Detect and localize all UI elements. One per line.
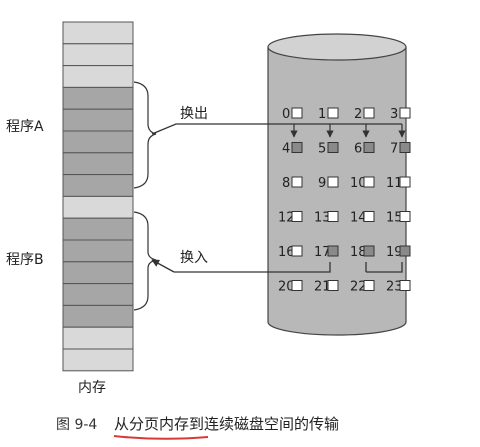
memory-label: 内存 [78,380,106,396]
disk-block [327,280,339,291]
disk-block-number: 13 [314,211,331,226]
swap-in-label: 换入 [180,249,208,266]
disk-block [363,280,375,291]
caption-underline [113,435,209,440]
memory-cell [62,304,134,328]
disk-block-number: 3 [390,107,398,122]
memory-cell [62,195,134,219]
swap-in-line-3 [366,262,403,273]
program-b-label: 程序B [6,252,44,268]
disk-block-number: 6 [354,142,362,157]
disk-block-number: 1 [318,107,326,122]
disk-block-number: 15 [386,211,403,226]
memory-cell [62,108,134,132]
brace-program-a [133,81,157,189]
memory-cell [62,65,134,88]
disk-block-number: 0 [282,107,290,122]
disk-block-number: 18 [350,245,367,260]
disk-block-number: 10 [350,176,367,191]
disk-block [291,176,303,188]
disk-block [399,245,411,257]
memory-cell [62,152,134,176]
disk-block [327,211,339,222]
swap-out-line [151,123,402,135]
disk-block-number: 19 [386,245,403,260]
memory-cell [62,261,134,285]
disk-block-number: 17 [314,245,331,260]
disk-block [291,211,303,222]
disk-block [291,280,303,291]
disk-block-number: 11 [386,176,403,191]
disk-block [291,142,303,153]
disk-block-number: 22 [350,280,367,295]
swap-in-arrow [151,259,175,273]
disk-block [399,176,411,188]
swap-out-label: 换出 [180,105,208,122]
memory-cell [62,130,134,154]
memory-column [62,21,134,372]
figure-number: 图 9-4 [56,417,97,433]
disk-block [363,245,375,257]
memory-cell [62,239,134,263]
disk-block-number: 20 [278,280,295,295]
disk-block-number: 2 [354,107,362,122]
memory-cell [62,326,134,350]
disk-block-number: 14 [350,211,367,226]
disk-block [363,107,375,119]
disk-block-number: 5 [318,142,326,157]
memory-cell [62,43,134,67]
disk-block [291,107,303,119]
disk-block-number: 8 [282,176,290,191]
disk-block [291,245,303,257]
memory-cell [62,348,134,372]
disk-block [327,107,339,119]
memory-cell [62,283,134,306]
swap-in-line [174,262,331,273]
program-a-label: 程序A [6,119,44,135]
disk-block [399,211,411,222]
disk-block-number: 21 [314,280,331,295]
disk-block [327,142,339,153]
disk-block-number: 4 [282,142,290,157]
disk-block [327,245,339,257]
memory-cell [62,86,134,110]
memory-cell [62,21,134,45]
disk-block-number: 7 [390,142,398,157]
disk-block [363,176,375,188]
disk-cylinder [267,33,407,336]
figure-caption: 从分页内存到连续磁盘空间的传输 [114,415,339,433]
disk-block-number: 23 [386,280,403,295]
disk-block-number: 9 [318,176,326,191]
disk-block [327,176,339,188]
disk-block [363,211,375,222]
disk-block-number: 12 [278,211,295,226]
memory-cell [62,217,134,241]
memory-cell [62,174,134,197]
disk-block [399,107,411,119]
disk-block [399,142,411,153]
disk-block [363,142,375,153]
disk-block-number: 16 [278,245,295,260]
disk-block [399,280,411,291]
